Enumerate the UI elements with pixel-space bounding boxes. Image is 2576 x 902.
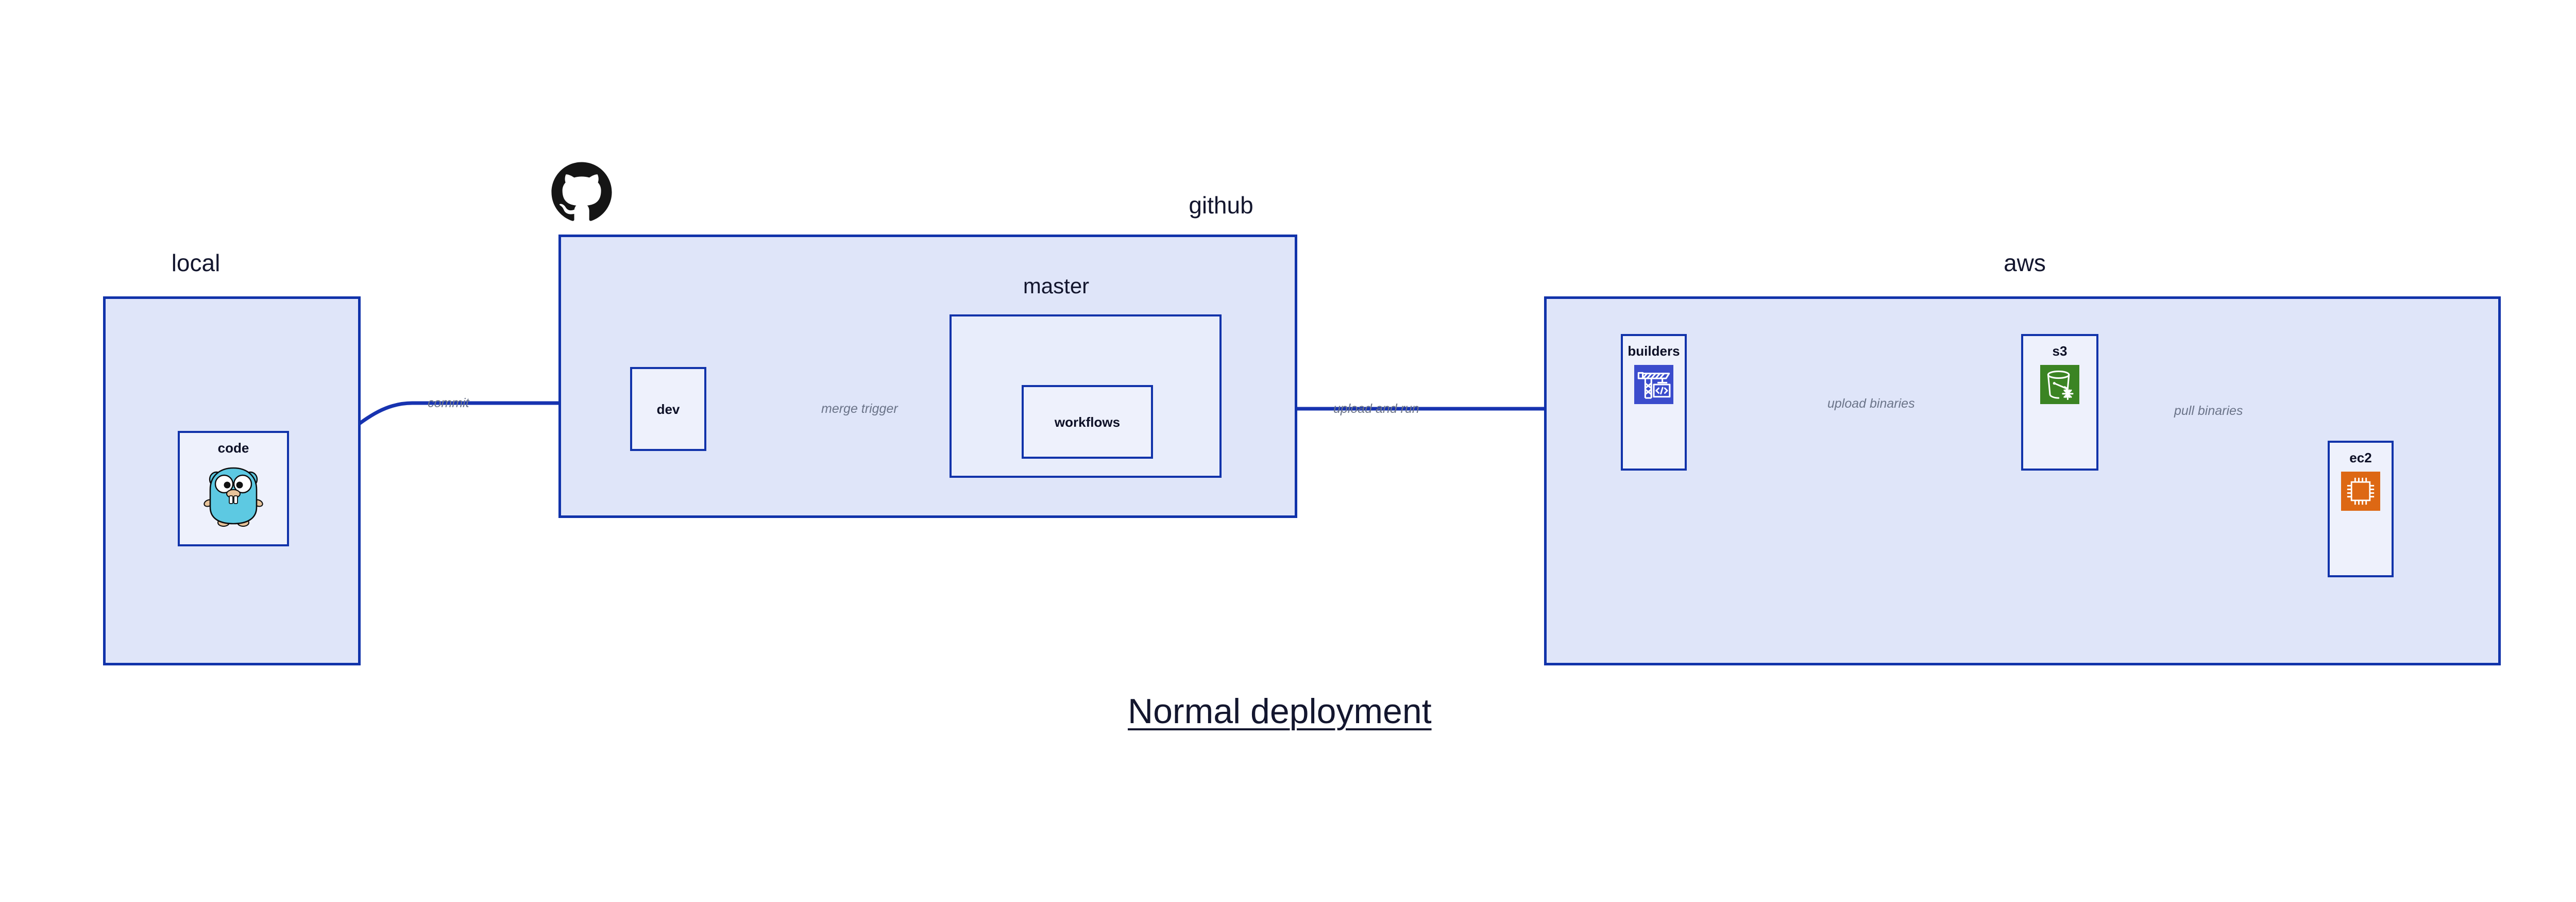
node-label-builders: builders <box>1628 343 1680 359</box>
edge-label-upload-binaries: upload binaries <box>1827 396 1915 411</box>
edge-label-pull-binaries: pull binaries <box>2174 404 2243 418</box>
group-label-github: github <box>1189 192 1253 219</box>
github-octocat-icon <box>550 161 613 226</box>
group-label-local: local <box>171 249 221 276</box>
edge-label-merge-trigger: merge trigger <box>821 402 898 416</box>
diagram-title: Normal deployment <box>1128 692 1432 731</box>
node-builders[interactable]: builders <box>1621 334 1687 471</box>
edge-label-commit: commit <box>428 396 469 410</box>
edge-label-upload-and-run: upload and run <box>1333 402 1419 416</box>
node-workflows[interactable]: workflows <box>1022 385 1153 459</box>
s3-bucket-icon <box>2040 365 2079 407</box>
node-label-ec2: ec2 <box>2349 450 2372 465</box>
node-code[interactable]: code <box>178 431 289 546</box>
node-dev[interactable]: dev <box>630 367 706 451</box>
node-label-dev: dev <box>656 401 680 417</box>
cpu-chip-icon <box>2341 472 2380 513</box>
node-label-code: code <box>217 440 249 456</box>
subgroup-label-master: master <box>1023 274 1090 298</box>
go-gopher-icon <box>203 462 264 529</box>
crane-code-icon <box>1634 365 1673 407</box>
group-label-aws: aws <box>2004 249 2046 276</box>
node-ec2[interactable]: ec2 <box>2328 441 2394 577</box>
node-s3[interactable]: s3 <box>2021 334 2098 471</box>
node-label-s3: s3 <box>2052 343 2067 359</box>
node-label-workflows: workflows <box>1054 414 1121 430</box>
